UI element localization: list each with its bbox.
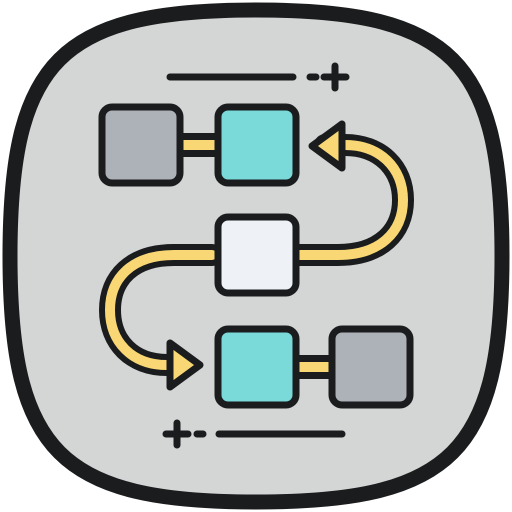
node-top-right bbox=[214, 103, 300, 187]
arrow-head-upper bbox=[308, 120, 346, 172]
node-middle bbox=[214, 213, 300, 297]
node-bottom-right bbox=[328, 325, 414, 409]
arrow-head-lower bbox=[166, 339, 204, 391]
node-top-left bbox=[98, 103, 184, 187]
connector-arrow-lower bbox=[99, 244, 223, 376]
node-bottom-left bbox=[214, 325, 300, 409]
connector-top bbox=[180, 133, 220, 157]
connector-arrow-upper bbox=[289, 134, 414, 266]
top-line-plus-decoration bbox=[166, 62, 350, 92]
bottom-line-plus-decoration bbox=[162, 419, 346, 449]
